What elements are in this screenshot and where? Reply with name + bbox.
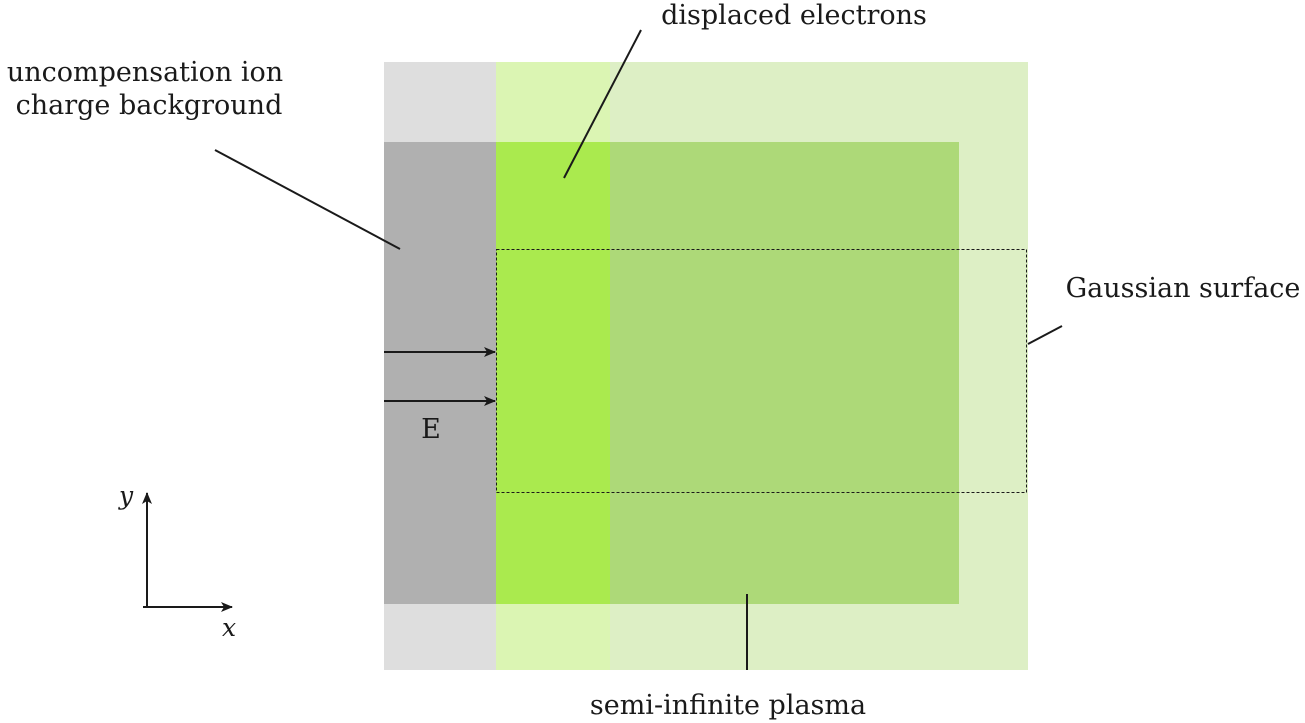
x-axis-label: x [222, 613, 236, 642]
electron-layer-bright [496, 142, 610, 604]
field-label: E [421, 414, 441, 445]
electron-leader-line [563, 29, 642, 179]
ion-background-dark [384, 142, 496, 604]
gaussian-surface-box [496, 249, 1027, 493]
uncompensated-label-line1: uncompensation ion [7, 57, 283, 88]
y-axis-label: y [118, 481, 134, 510]
semi-infinite-plasma-label: semi-infinite plasma [590, 690, 866, 721]
plasma-region-mid [610, 142, 959, 604]
uncompensated-label-line2: charge background [16, 90, 283, 121]
gaussian-surface-label: Gaussian surface [1066, 273, 1301, 304]
ion-leader-line [214, 149, 401, 250]
displaced-electrons-label: displaced electrons [661, 0, 927, 31]
gaussian-leader-line [1027, 325, 1063, 345]
